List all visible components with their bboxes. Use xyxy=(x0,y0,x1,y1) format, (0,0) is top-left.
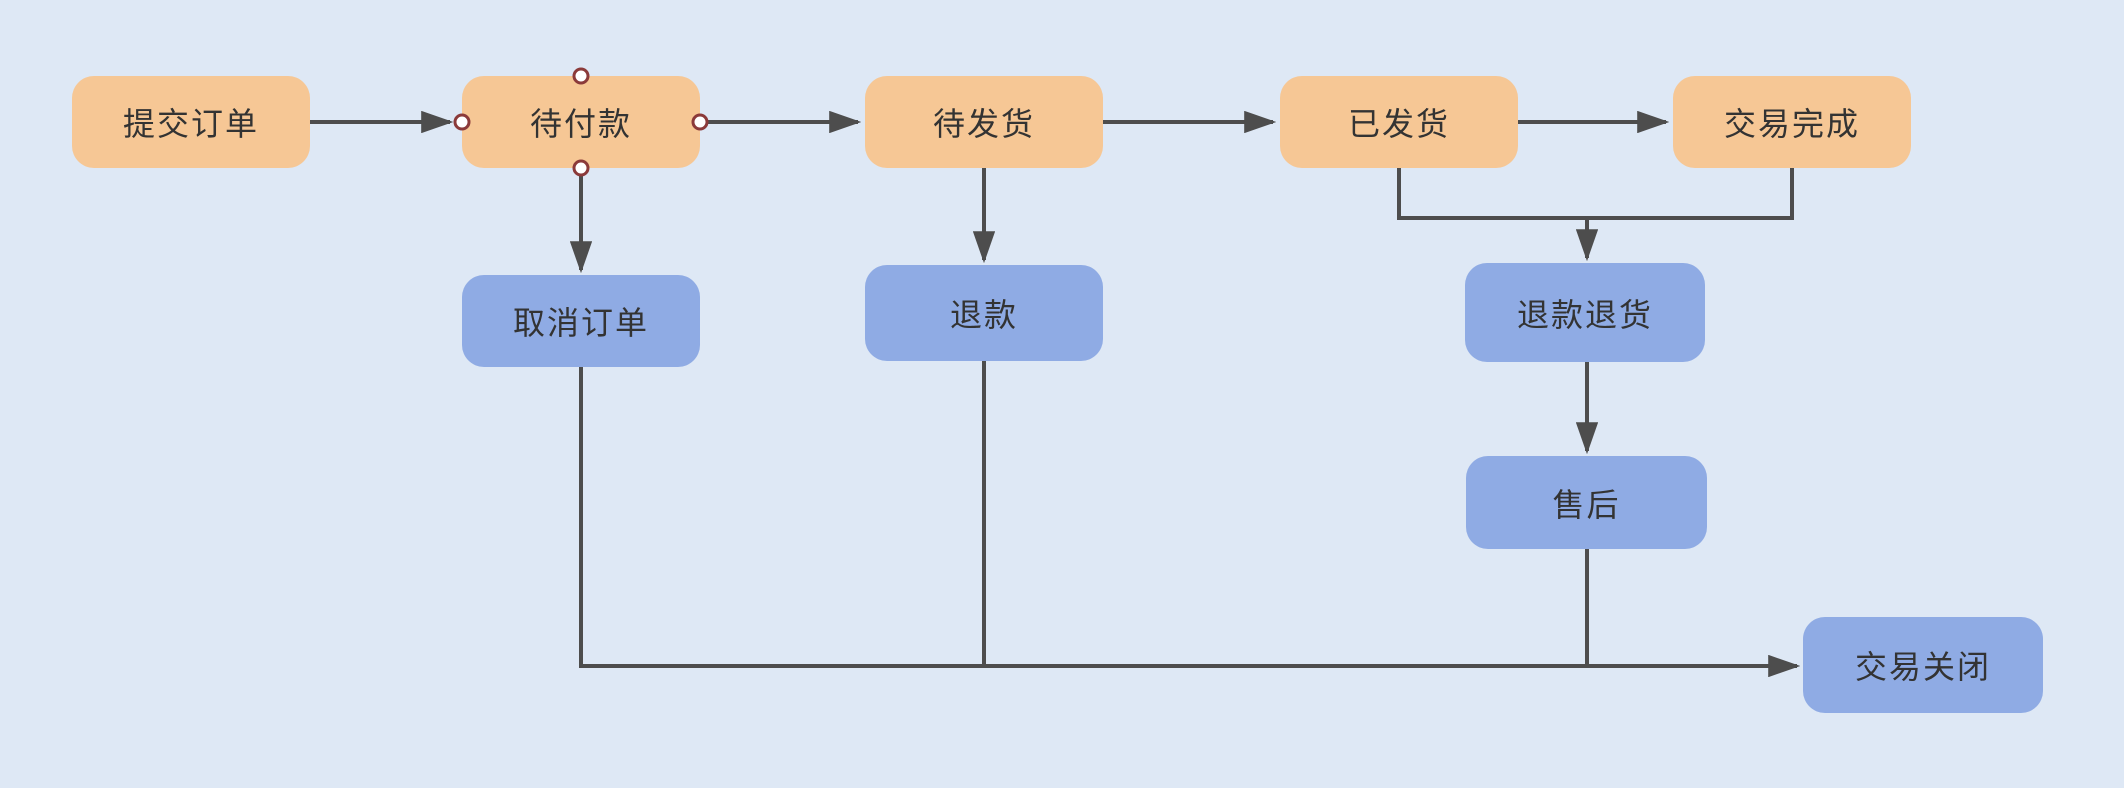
node-after-sales[interactable]: 售后 xyxy=(1466,456,1707,549)
node-pending-payment[interactable]: 待付款 xyxy=(453,67,709,177)
connection-handle-top-icon[interactable] xyxy=(572,67,590,85)
node-refund[interactable]: 退款 xyxy=(865,265,1103,361)
edge-shipped-down-join[interactable] xyxy=(1397,168,1589,220)
node-label: 提交订单 xyxy=(122,106,259,142)
node-label: 待发货 xyxy=(932,106,1035,142)
node-label: 已发货 xyxy=(1347,106,1450,142)
node-shipped[interactable]: 已发货 xyxy=(1280,76,1518,168)
node-pending-shipment[interactable]: 待发货 xyxy=(865,76,1103,168)
edge-cancel-to-trade-closed[interactable] xyxy=(579,367,1801,678)
node-submit-order[interactable]: 提交订单 xyxy=(72,76,310,168)
connection-handle-left-icon[interactable] xyxy=(453,113,471,131)
node-label: 取消订单 xyxy=(512,305,649,341)
node-trade-closed[interactable]: 交易关闭 xyxy=(1803,617,2043,713)
node-label: 交易关闭 xyxy=(1854,649,1991,685)
node-trade-complete[interactable]: 交易完成 xyxy=(1673,76,1911,168)
node-label: 交易完成 xyxy=(1723,106,1860,142)
node-refund-return[interactable]: 退款退货 xyxy=(1465,263,1705,362)
node-label: 售后 xyxy=(1552,486,1621,523)
node-label: 退款退货 xyxy=(1516,296,1653,333)
edge-complete-down-join[interactable] xyxy=(1585,168,1794,220)
connection-handle-right-icon[interactable] xyxy=(691,113,709,131)
node-label: 待付款 xyxy=(529,106,632,142)
node-cancel-order[interactable]: 取消订单 xyxy=(462,275,700,367)
node-label: 退款 xyxy=(949,297,1018,333)
connection-handle-bottom-icon[interactable] xyxy=(572,159,590,177)
